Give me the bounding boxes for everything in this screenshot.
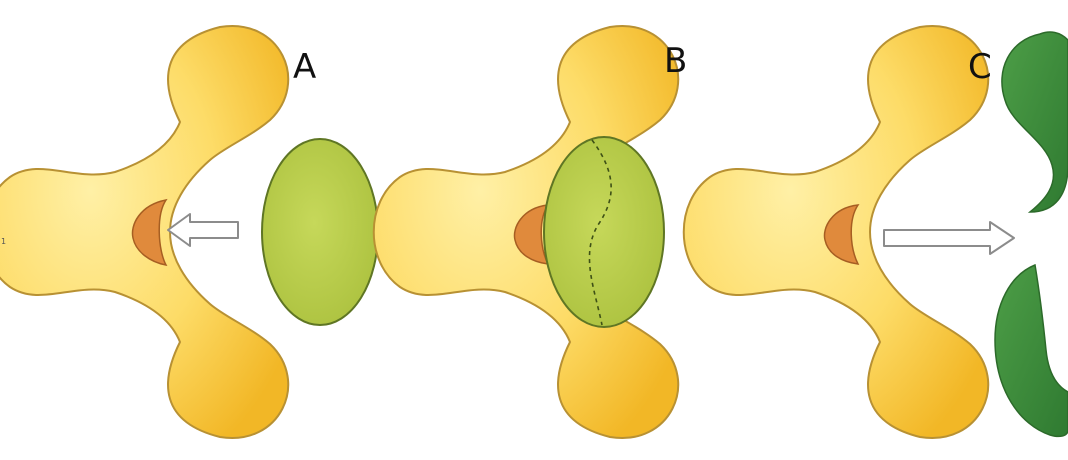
- edge-mark: 1: [1, 237, 6, 246]
- cleavage-line-b: [588, 139, 612, 326]
- product-top: [1001, 31, 1068, 213]
- panel-c: C: [682, 24, 1068, 440]
- panel-a: A: [0, 24, 379, 440]
- panel-label-c: C: [968, 47, 992, 87]
- active-site-a: [131, 198, 168, 267]
- substrate-a: [261, 138, 379, 326]
- arrow-right-icon: [883, 221, 1015, 255]
- active-site-c: [823, 204, 860, 265]
- substrate-b: [543, 136, 665, 328]
- panel-label-b: B: [664, 41, 687, 81]
- panel-label-a: A: [293, 47, 316, 87]
- arrow-left-icon: [167, 213, 239, 247]
- active-site-b: [513, 204, 550, 265]
- panel-b: B: [372, 24, 687, 440]
- product-bottom: [994, 263, 1068, 438]
